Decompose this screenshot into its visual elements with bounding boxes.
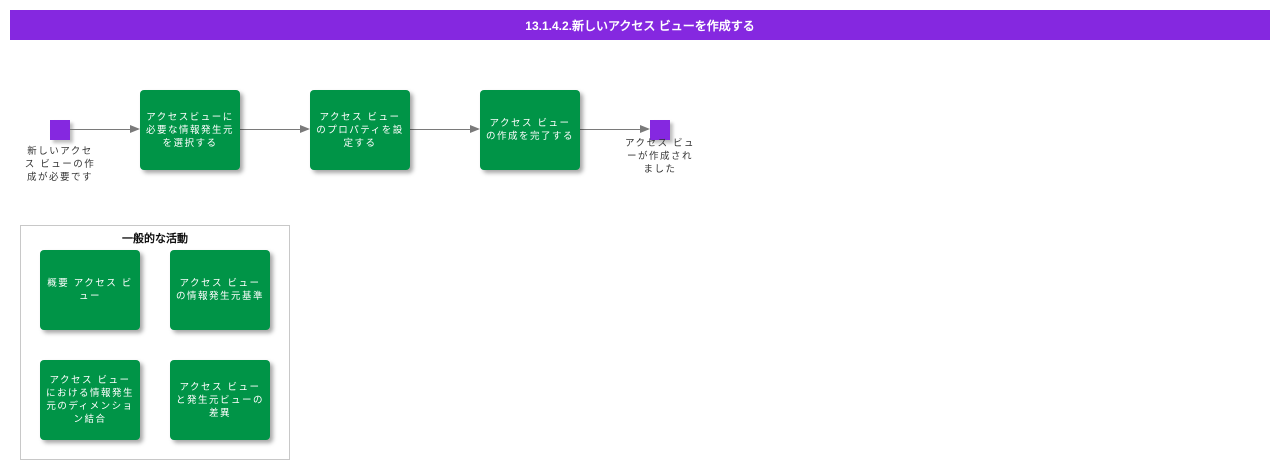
activity-dimension-join[interactable]: アクセス ビューにおける情報発生元のディメンション結合 (40, 360, 140, 440)
activity-label: 概要 アクセス ビュー (47, 278, 133, 302)
activity-label: アクセス ビューにおける情報発生元のディメンション結合 (45, 375, 134, 425)
diagram-title: 13.1.4.2.新しいアクセス ビューを作成する (525, 18, 755, 33)
flow-arrow (410, 125, 480, 133)
start-node (50, 120, 70, 140)
activity-label: アクセス ビューの情報発生元基準 (175, 278, 264, 302)
activity-view-differences[interactable]: アクセス ビューと発生元ビューの差異 (170, 360, 270, 440)
activity-label: アクセス ビューと発生元ビューの差異 (175, 381, 264, 419)
activity-access-view-overview[interactable]: 概要 アクセス ビュー (40, 250, 140, 330)
end-node (650, 120, 670, 140)
step-complete-creation[interactable]: アクセス ビューの作成を完了する (480, 90, 580, 170)
common-activities-group: 一般的な活動 (20, 225, 290, 460)
step-select-info-source[interactable]: アクセスビューに必要な情報発生元を選択する (140, 90, 240, 170)
end-node-label: アクセス ビューが作成されました (624, 138, 696, 175)
step-label: アクセスビューに必要な情報発生元を選択する (145, 111, 234, 149)
activity-info-source-criteria[interactable]: アクセス ビューの情報発生元基準 (170, 250, 270, 330)
flow-arrow (580, 125, 650, 133)
step-label: アクセス ビューの作成を完了する (485, 118, 574, 142)
common-activities-title: 一般的な活動 (122, 233, 188, 245)
diagram-title-bar: 13.1.4.2.新しいアクセス ビューを作成する (10, 10, 1270, 40)
step-label: アクセス ビューのプロパティを設定する (316, 111, 404, 149)
step-set-properties[interactable]: アクセス ビューのプロパティを設定する (310, 90, 410, 170)
flow-arrow (70, 125, 140, 133)
flow-arrow (240, 125, 310, 133)
start-node-label: 新しいアクセス ビューの作成が必要です (24, 146, 96, 183)
